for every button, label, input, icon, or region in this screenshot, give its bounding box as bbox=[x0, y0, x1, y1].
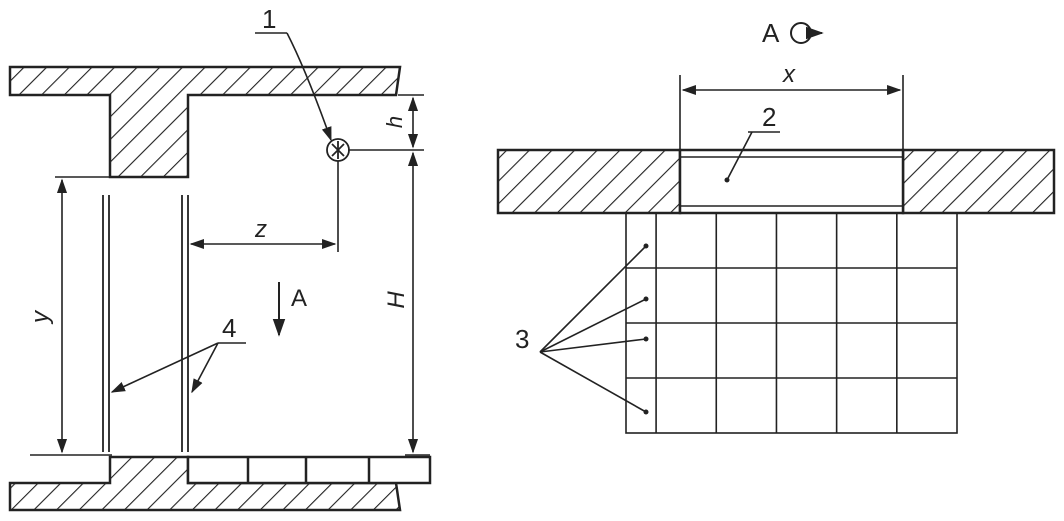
dim-h-label: h bbox=[382, 116, 407, 128]
dimension-y bbox=[30, 176, 112, 456]
callout-1-label: 1 bbox=[262, 4, 276, 34]
dim-H-label: H bbox=[383, 291, 410, 309]
dimension-z bbox=[189, 161, 339, 252]
callout-1-leader bbox=[255, 32, 332, 142]
luminaire-opening bbox=[678, 148, 905, 215]
rotation-arrow-icon bbox=[790, 22, 824, 44]
floor-tiles bbox=[186, 455, 432, 485]
dimension-x bbox=[679, 75, 904, 150]
callout-3-dots bbox=[643, 243, 649, 415]
section-view bbox=[8, 65, 432, 512]
view-title-label: A bbox=[762, 18, 780, 48]
dim-z-label: z bbox=[254, 216, 267, 243]
dim-x-label: x bbox=[782, 61, 796, 88]
callout-2-label: 2 bbox=[762, 102, 776, 132]
ceiling-view bbox=[496, 148, 1056, 215]
callout-4-label: 4 bbox=[222, 313, 236, 343]
dim-y-label: y bbox=[27, 309, 54, 325]
callout-2-leader bbox=[726, 131, 780, 181]
ceiling-slab bbox=[8, 65, 402, 179]
ceiling-right bbox=[901, 148, 1056, 215]
callout-4-leader bbox=[110, 342, 246, 394]
luminaire bbox=[326, 138, 350, 162]
callout-3-leader bbox=[539, 245, 647, 413]
floor-tile-grid bbox=[625, 212, 958, 434]
ceiling-left bbox=[496, 148, 682, 215]
equipment-racks bbox=[102, 195, 189, 452]
view-arrow-label: A bbox=[291, 285, 307, 312]
dimension-h-H bbox=[348, 94, 430, 456]
callout-3-label: 3 bbox=[515, 324, 529, 354]
